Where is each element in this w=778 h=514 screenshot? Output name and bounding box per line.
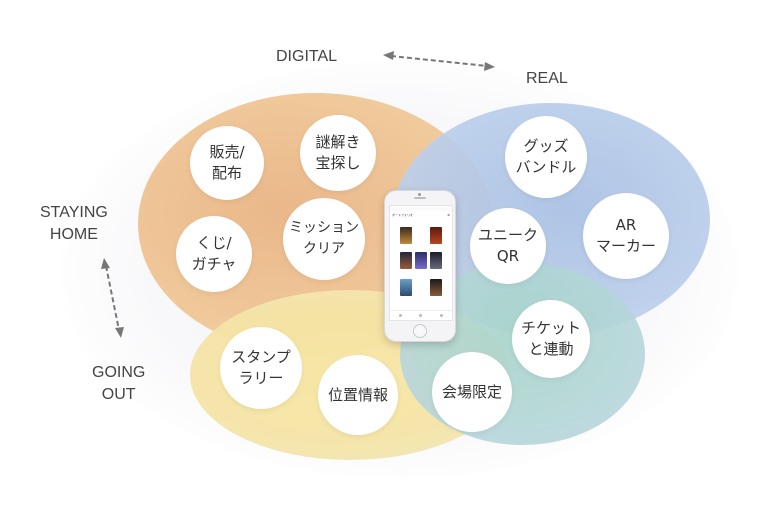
tab-home-icon — [398, 314, 402, 317]
bubble-ticket-link: チケット と連動 — [512, 300, 590, 378]
arrowhead-right-icon — [484, 62, 495, 71]
settings-icon: ⚙ — [447, 213, 450, 217]
nft-thumbnail — [400, 252, 412, 269]
bubble-stamp-rally: スタンプ ラリー — [220, 327, 302, 409]
nft-thumbnail — [400, 227, 412, 244]
bubble-sales-distribution: 販売/ 配布 — [190, 126, 264, 200]
bubble-unique-qr: ユニーク QR — [470, 208, 546, 284]
nft-thumbnail — [400, 279, 412, 296]
home-button — [413, 324, 427, 338]
nft-thumbnail — [430, 252, 442, 269]
axis-label-real: REAL — [526, 70, 568, 87]
nft-grid — [390, 219, 452, 309]
nft-thumbnail — [430, 279, 442, 296]
tab-list-icon — [419, 314, 423, 317]
camera-icon — [418, 193, 421, 196]
nft-thumbnail — [415, 252, 427, 269]
axis-label-staying-home: STAYING HOME — [40, 204, 108, 243]
bubble-mission-clear: ミッション クリア — [283, 198, 365, 280]
bubble-treasure-hunt: 謎解き 宝探し — [300, 115, 376, 191]
axis-label-digital: DIGITAL — [276, 48, 338, 65]
axis-label-going-out: GOING OUT — [92, 364, 146, 403]
app-screen-title: ポートフォリオ — [392, 213, 414, 217]
bubble-location-info: 位置情報 — [318, 355, 398, 435]
arrowhead-down-icon — [115, 327, 124, 338]
app-title-bar: ポートフォリオ ⚙ — [390, 211, 452, 219]
home-out-arrow — [101, 258, 124, 338]
speaker-icon — [414, 197, 426, 199]
bubble-lottery-gacha: くじ/ ガチャ — [176, 216, 252, 292]
nft-thumbnail — [430, 227, 442, 244]
bubble-goods-bundle: グッズ バンドル — [505, 116, 587, 198]
smartphone-mockup: ポートフォリオ ⚙ — [384, 190, 456, 342]
digital-real-arrow — [383, 51, 495, 71]
app-tab-bar — [390, 310, 452, 320]
phone-screen: ポートフォリオ ⚙ — [389, 205, 453, 321]
arrowhead-left-icon — [383, 51, 394, 60]
tab-profile-icon — [440, 314, 444, 317]
status-bar — [390, 206, 452, 211]
bubble-ar-marker: AR マーカー — [583, 193, 669, 279]
bubble-venue-limited: 会場限定 — [432, 352, 512, 432]
arrowhead-up-icon — [101, 258, 110, 269]
